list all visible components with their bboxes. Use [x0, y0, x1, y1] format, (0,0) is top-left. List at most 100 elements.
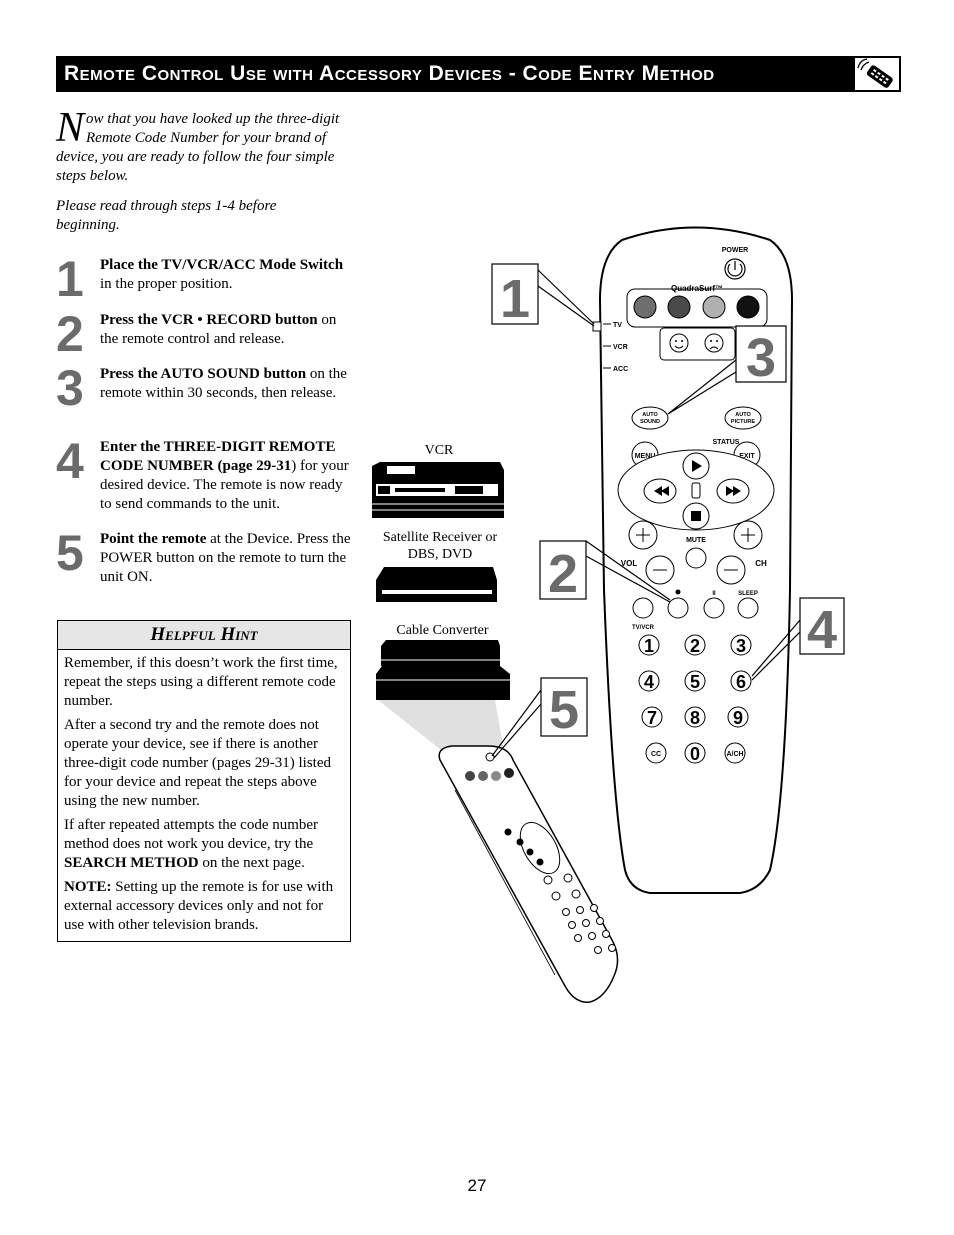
tvvcr-button [632, 597, 654, 619]
svg-text:8: 8 [690, 708, 700, 728]
auto-picture-button [724, 406, 762, 430]
quadrasurf-button-2 [667, 295, 691, 319]
step-4: 4 Enter the THREE-DIGIT REMOTE CODE NUMB… [56, 433, 356, 514]
step-text: at the Device. Press the POWER button on… [100, 531, 351, 585]
page-title: Remote Control Use with Accessory Device… [64, 62, 715, 85]
step-text: on the remote within 30 seconds, then re… [100, 366, 347, 401]
svg-text:5: 5 [690, 672, 700, 692]
record-button [667, 597, 689, 619]
vcr-device-icon [372, 462, 504, 518]
step-1: 1 Place the TV/VCR/ACC Mode Switch in th… [56, 254, 356, 304]
hint-paragraph: Remember, if this doesn’t work the first… [64, 655, 338, 709]
svg-text:A/CH: A/CH [726, 751, 743, 758]
step-number: 2 [56, 306, 84, 362]
pause-button [703, 597, 725, 619]
page-header: Remote Control Use with Accessory Device… [56, 56, 901, 92]
quadrasurf-label: QuadraSurf™ [671, 284, 723, 293]
helpful-hint-box: Helpful Hint Remember, if this doesn’t w… [57, 620, 351, 942]
step-bold: Press the AUTO SOUND button [100, 366, 307, 382]
svg-text:3: 3 [746, 328, 776, 388]
callout-4: 4 [751, 597, 845, 681]
svg-text:2: 2 [548, 544, 578, 604]
svg-text:4: 4 [807, 600, 837, 660]
step-number: 5 [56, 525, 84, 581]
cable-label: Cable Converter [396, 623, 489, 638]
number-pad: 1 2 3 4 5 6 7 8 9 CC 0 A/CH [638, 634, 752, 764]
step-2: 2 Press the VCR • RECORD button on the r… [56, 309, 356, 359]
intro-note: Please read through steps 1-4 before beg… [56, 198, 277, 233]
svg-text:II: II [712, 591, 716, 597]
callout-1: 1 [491, 263, 595, 329]
hint-bold: SEARCH METHOD [64, 855, 199, 871]
hint-title: Helpful Hint [58, 621, 350, 650]
satellite-receiver-icon [376, 567, 497, 602]
intro-paragraph: ow that you have looked up the three-dig… [56, 111, 340, 184]
svg-text:SOUND: SOUND [640, 419, 660, 425]
auto-sound-button [631, 406, 669, 430]
mode-acc-label: ACC [613, 366, 628, 373]
quadrasurf-button-1 [633, 295, 657, 319]
hint-bold: NOTE: [64, 879, 112, 895]
step-bold: Place the TV/VCR/ACC Mode Switch [100, 257, 344, 273]
step-number: 3 [56, 360, 84, 416]
ch-label: CH [755, 559, 767, 568]
svg-text:1: 1 [644, 636, 654, 656]
smiley-button [669, 333, 689, 353]
svg-text:MENU: MENU [635, 453, 656, 460]
step-number: 4 [56, 433, 84, 489]
svg-text:1: 1 [500, 269, 530, 329]
drop-cap: N [56, 105, 85, 151]
svg-text:PICTURE: PICTURE [731, 419, 755, 425]
frown-button [704, 333, 724, 353]
step-text: on the remote control and release. [100, 312, 337, 347]
svg-text:3: 3 [736, 636, 746, 656]
vcr-label: VCR [424, 443, 454, 458]
callout-5: 5 [491, 677, 588, 759]
hint-text: on the next page. [198, 855, 305, 871]
page-number: 27 [467, 1176, 487, 1195]
remote-signal-icon [855, 58, 899, 90]
callout-3: 3 [667, 325, 787, 415]
hint-text: If after repeated attempts the code numb… [64, 817, 319, 852]
step-text: ) for your desired device. The remote is… [100, 458, 349, 512]
step-bold: Point the remote [100, 531, 207, 547]
mute-label: MUTE [686, 537, 706, 544]
sleep-button [737, 597, 759, 619]
svg-text:2: 2 [690, 636, 700, 656]
small-remote-icon [438, 745, 619, 1003]
status-label: STATUS [713, 439, 740, 446]
step-3: 3 Press the AUTO SOUND button on the rem… [56, 363, 356, 413]
svg-text:AUTO: AUTO [642, 412, 658, 418]
cable-converter-icon [376, 640, 510, 700]
tvvcr-label: TV/VCR [632, 625, 655, 631]
quadrasurf-button-3 [702, 295, 726, 319]
callout-2: 2 [539, 540, 671, 604]
remote-control: POWER QuadraSurf™ TV VCR ACC AUTO SOUND … [592, 226, 794, 894]
hint-paragraph: NOTE: Setting up the remote is for use w… [64, 878, 344, 935]
svg-text:EXIT: EXIT [739, 453, 755, 460]
svg-text:0: 0 [690, 744, 700, 764]
hint-text: Setting up the remote is for use with ex… [64, 879, 334, 933]
svg-text:9: 9 [733, 708, 743, 728]
vol-label: VOL [621, 559, 638, 568]
step-bold: Enter the THREE-DIGIT REMOTE CODE NUMBER… [100, 439, 336, 474]
hint-paragraph: If after repeated attempts the code numb… [64, 816, 344, 873]
mode-tv-label: TV [613, 322, 622, 329]
step-text: in the proper position. [100, 276, 233, 292]
power-label: POWER [722, 247, 748, 254]
hint-paragraph: After a second try and the remote does n… [64, 717, 331, 809]
mute-button [685, 547, 707, 569]
step-5: 5 Point the remote at the Device. Press … [56, 525, 356, 587]
step-number: 1 [56, 251, 84, 307]
sleep-label: SLEEP [738, 591, 758, 597]
mode-vcr-label: VCR [613, 344, 628, 351]
svg-text:4: 4 [644, 672, 654, 692]
quadrasurf-button-4 [736, 295, 760, 319]
step-bold: Press the VCR • RECORD button [100, 312, 318, 328]
svg-text:5: 5 [549, 680, 579, 740]
svg-text:AUTO: AUTO [735, 412, 751, 418]
svg-text:7: 7 [647, 708, 657, 728]
svg-text:6: 6 [736, 672, 746, 692]
